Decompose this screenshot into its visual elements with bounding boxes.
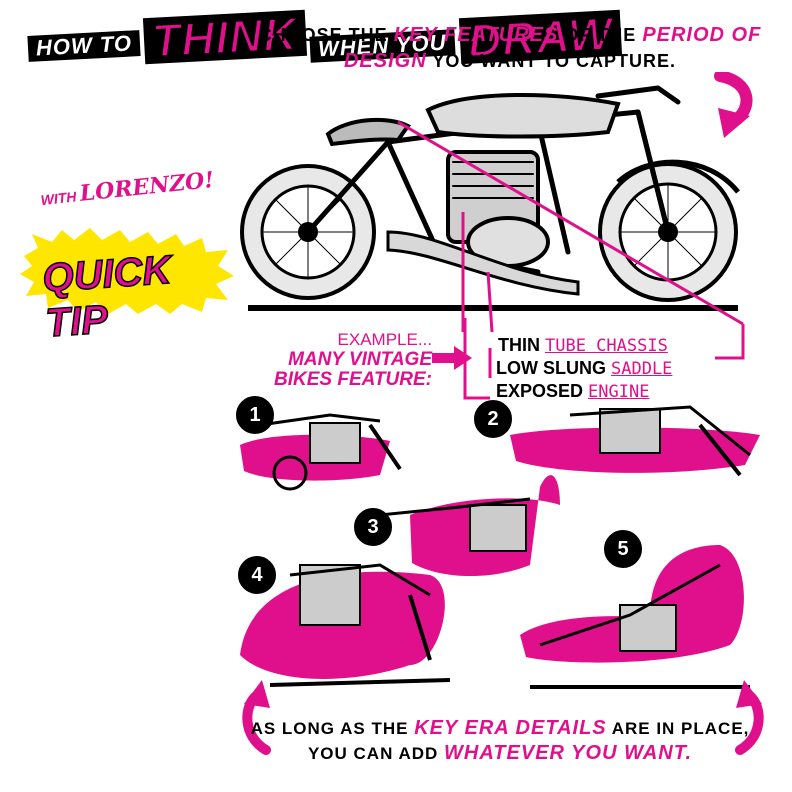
feature-tube-chassis: THIN TUBE CHASSIS (498, 334, 672, 357)
footer-whatever-you-want: WHATEVER YOU WANT. (444, 742, 693, 764)
quick-tip-label: QUICK TIP (40, 247, 173, 346)
footer-text-1: AS LONG AS THE (250, 719, 415, 738)
footer-text: AS LONG AS THE KEY ERA DETAILS ARE IN PL… (240, 716, 760, 766)
variant-3-sketch (379, 475, 560, 577)
byline-with: WITH (39, 188, 78, 209)
yellow-burst-icon (20, 228, 234, 314)
headline-period-of-design: PERIOD OF DESIGN (343, 24, 762, 72)
variant-4-sketch (240, 563, 451, 687)
quick-tip-badge: QUICK TIP (18, 226, 238, 346)
headline-text-3: YOU WANT TO CAPTURE. (426, 51, 677, 71)
variant-2-sketch (510, 405, 760, 477)
feature-prefix: LOW SLUNG (496, 358, 611, 378)
variant-1-sketch (240, 413, 402, 491)
variant-number-1: 1 (236, 396, 274, 434)
feature-pointer-lines (463, 318, 745, 400)
example-line-2: MANY VINTAGE (288, 349, 432, 370)
curved-arrow-up-left-icon (242, 680, 271, 755)
example-line-3: BIKES FEATURE: (274, 369, 432, 390)
footer-text-2: ARE IN PLACE, YOU CAN ADD (307, 719, 750, 763)
variant-5-sketch (520, 545, 750, 689)
title-line-how-to: HOW TO (27, 30, 141, 62)
headline: CHOOSE THE KEY FEATURES OF THE PERIOD OF… (250, 22, 770, 74)
feature-term: SADDLE (611, 359, 673, 379)
feature-prefix: EXPOSED (496, 381, 589, 401)
curved-arrow-up-right-icon (735, 680, 764, 755)
variant-number-2: 2 (474, 400, 512, 438)
feature-term: TUBE CHASSIS (545, 336, 668, 356)
variant-sketches (240, 405, 760, 689)
byline-name: LORENZO! (78, 166, 216, 207)
headline-text-2: OF THE (558, 25, 643, 45)
arrow-right-icon (432, 346, 472, 370)
footer-key-era-details: KEY ERA DETAILS (414, 717, 607, 739)
headline-text-1: CHOOSE THE (258, 25, 394, 45)
variant-number-4: 4 (238, 556, 276, 594)
example-line-1: EXAMPLE... (337, 330, 432, 349)
variant-number-5: 5 (604, 530, 642, 568)
feature-engine: EXPOSED ENGINE (496, 380, 672, 403)
curved-arrow-down-icon (714, 72, 753, 138)
feature-prefix: THIN (498, 335, 545, 355)
byline: WITH LORENZO! (39, 167, 215, 211)
headline-key-features: KEY FEATURES (393, 24, 559, 46)
feature-saddle: LOW SLUNG SADDLE (496, 357, 672, 380)
vintage-motorcycle-illustration (240, 85, 744, 332)
example-text: EXAMPLE... MANY VINTAGE BIKES FEATURE: (232, 330, 432, 390)
variant-number-3: 3 (354, 508, 392, 546)
feature-term: ENGINE (588, 382, 650, 402)
features-list: THIN TUBE CHASSIS LOW SLUNG SADDLE EXPOS… (496, 334, 672, 403)
